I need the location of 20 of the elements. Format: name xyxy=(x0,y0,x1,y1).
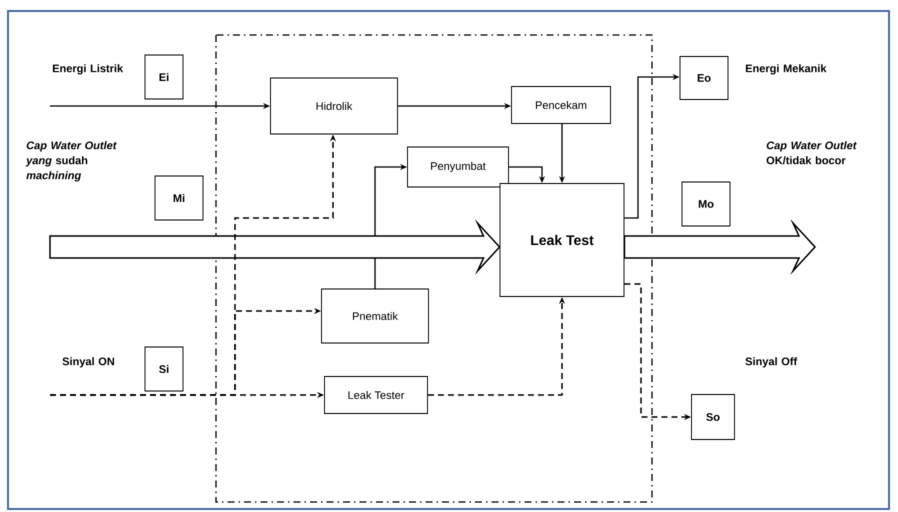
block-arrow xyxy=(624,218,816,276)
side-label: Sinyal Off xyxy=(746,357,798,368)
io-box: Mo xyxy=(682,182,730,226)
process-box: Hidrolik xyxy=(270,78,398,134)
io-box: Eo xyxy=(680,56,728,100)
io-box: Ei xyxy=(144,54,184,100)
io-box: Mi xyxy=(154,176,204,220)
process-box: Pnematik xyxy=(321,288,429,344)
side-label: Energi Listrik xyxy=(52,64,124,74)
io-box: So xyxy=(691,394,735,440)
io-box: Si xyxy=(144,346,184,392)
test-box: Leak Test xyxy=(500,183,624,297)
block-arrow xyxy=(49,218,501,276)
side-label: Energi Mekanik xyxy=(746,64,827,74)
side-label: Cap Water Outlet OK/tidak bocor xyxy=(766,141,857,164)
side-label: Cap Water Outlet yang sudah machining xyxy=(26,141,117,182)
side-label: Sinyal ON xyxy=(62,357,114,368)
process-box: Leak Tester xyxy=(324,376,428,414)
process-box: Pencekam xyxy=(511,86,611,124)
process-box: Penyumbat xyxy=(407,146,509,188)
